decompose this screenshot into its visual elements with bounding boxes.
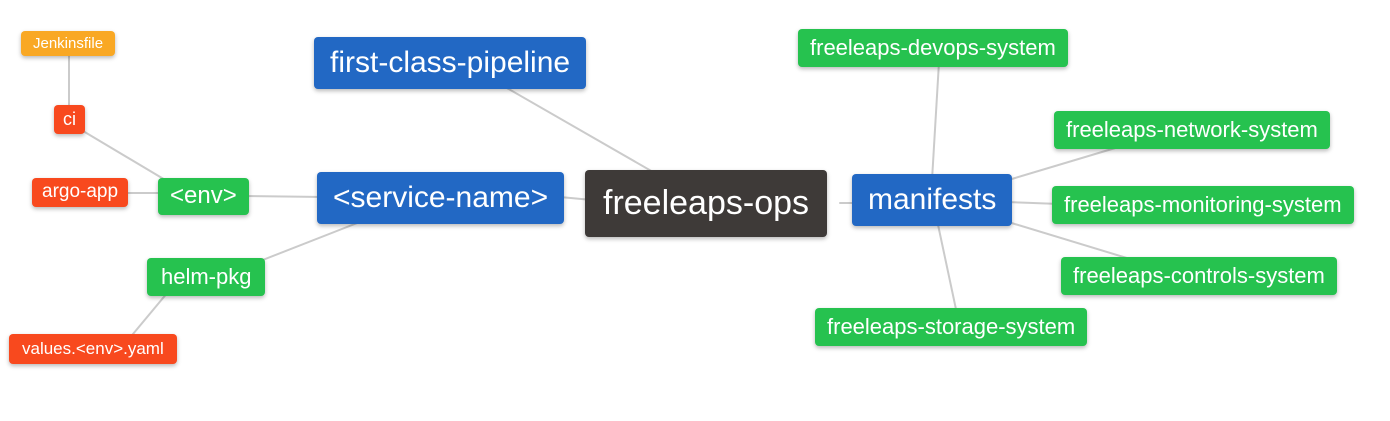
edge-manifests-monitoring <box>1004 201 1061 205</box>
node-service-name[interactable]: <service-name> <box>317 172 565 224</box>
node-freeleaps-monitoring-system[interactable]: freeleaps-monitoring-system <box>1052 186 1354 225</box>
node-values-env-yaml[interactable]: values.<env>.yaml <box>9 334 177 364</box>
edge-service-name-helm-pkg <box>254 217 371 264</box>
node-freeleaps-storage-system[interactable]: freeleaps-storage-system <box>815 308 1088 347</box>
node-first-class-pipeline[interactable]: first-class-pipeline <box>314 37 587 89</box>
edge-first-class-pipeline-ops <box>499 83 661 177</box>
edge-env-service-name <box>239 195 325 198</box>
edge-manifests-network <box>1004 145 1123 182</box>
node-env[interactable]: <env> <box>158 178 249 215</box>
edge-manifests-controls <box>1004 220 1141 263</box>
node-jenkinsfile[interactable]: Jenkinsfile <box>21 31 116 57</box>
node-freeleaps-ops-root[interactable]: freeleaps-ops <box>585 170 828 237</box>
edge-manifests-devops <box>931 61 940 181</box>
node-ci[interactable]: ci <box>54 105 85 134</box>
node-manifests[interactable]: manifests <box>852 174 1013 226</box>
node-argo-app[interactable]: argo-app <box>32 178 129 207</box>
edge-manifests-storage <box>936 219 958 315</box>
node-freeleaps-network-system[interactable]: freeleaps-network-system <box>1054 111 1330 150</box>
edge-ci-env <box>77 127 173 185</box>
node-freeleaps-controls-system[interactable]: freeleaps-controls-system <box>1061 257 1337 296</box>
node-helm-pkg[interactable]: helm-pkg <box>147 258 266 297</box>
edge-helm-pkg-values <box>127 291 169 341</box>
node-freeleaps-devops-system[interactable]: freeleaps-devops-system <box>798 29 1068 68</box>
